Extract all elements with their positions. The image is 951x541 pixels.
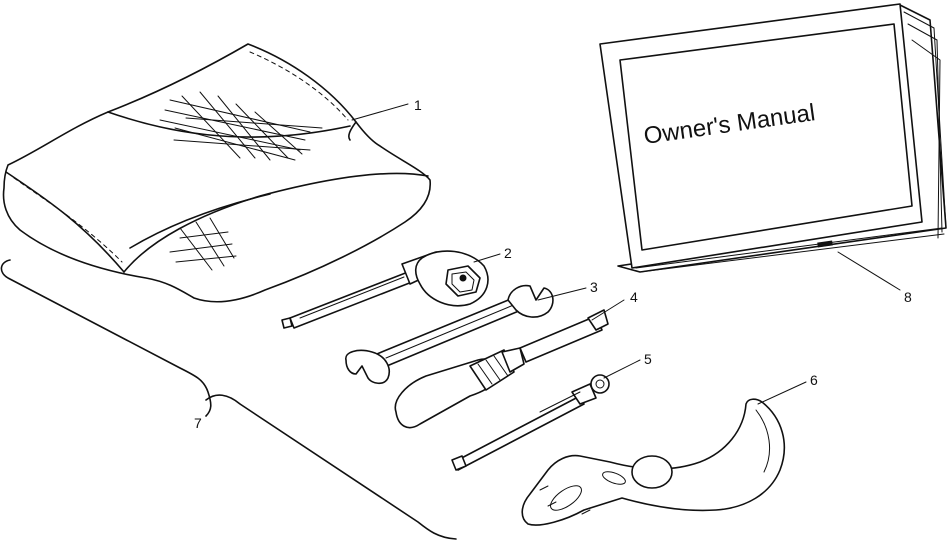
callout-5: 5 (644, 351, 652, 367)
callout-2: 2 (504, 245, 512, 261)
open-end-wrench (345, 284, 554, 385)
tool-pouch (2, 43, 431, 303)
spanner-hook-wrench (521, 398, 786, 526)
owners-manual: Owner's Manual (599, 3, 947, 273)
callout-6: 6 (810, 372, 818, 388)
socket-wrench (281, 250, 489, 329)
screwdriver (394, 309, 609, 429)
callout-4: 4 (630, 289, 638, 305)
callout-3: 3 (590, 279, 598, 295)
callout-7: 7 (194, 415, 202, 431)
callout-1: 1 (414, 97, 422, 113)
callout-8: 8 (904, 289, 912, 305)
spark-plug-tool (451, 374, 610, 471)
kit-bracket-7 (0, 259, 457, 540)
leader-lines (351, 103, 901, 405)
